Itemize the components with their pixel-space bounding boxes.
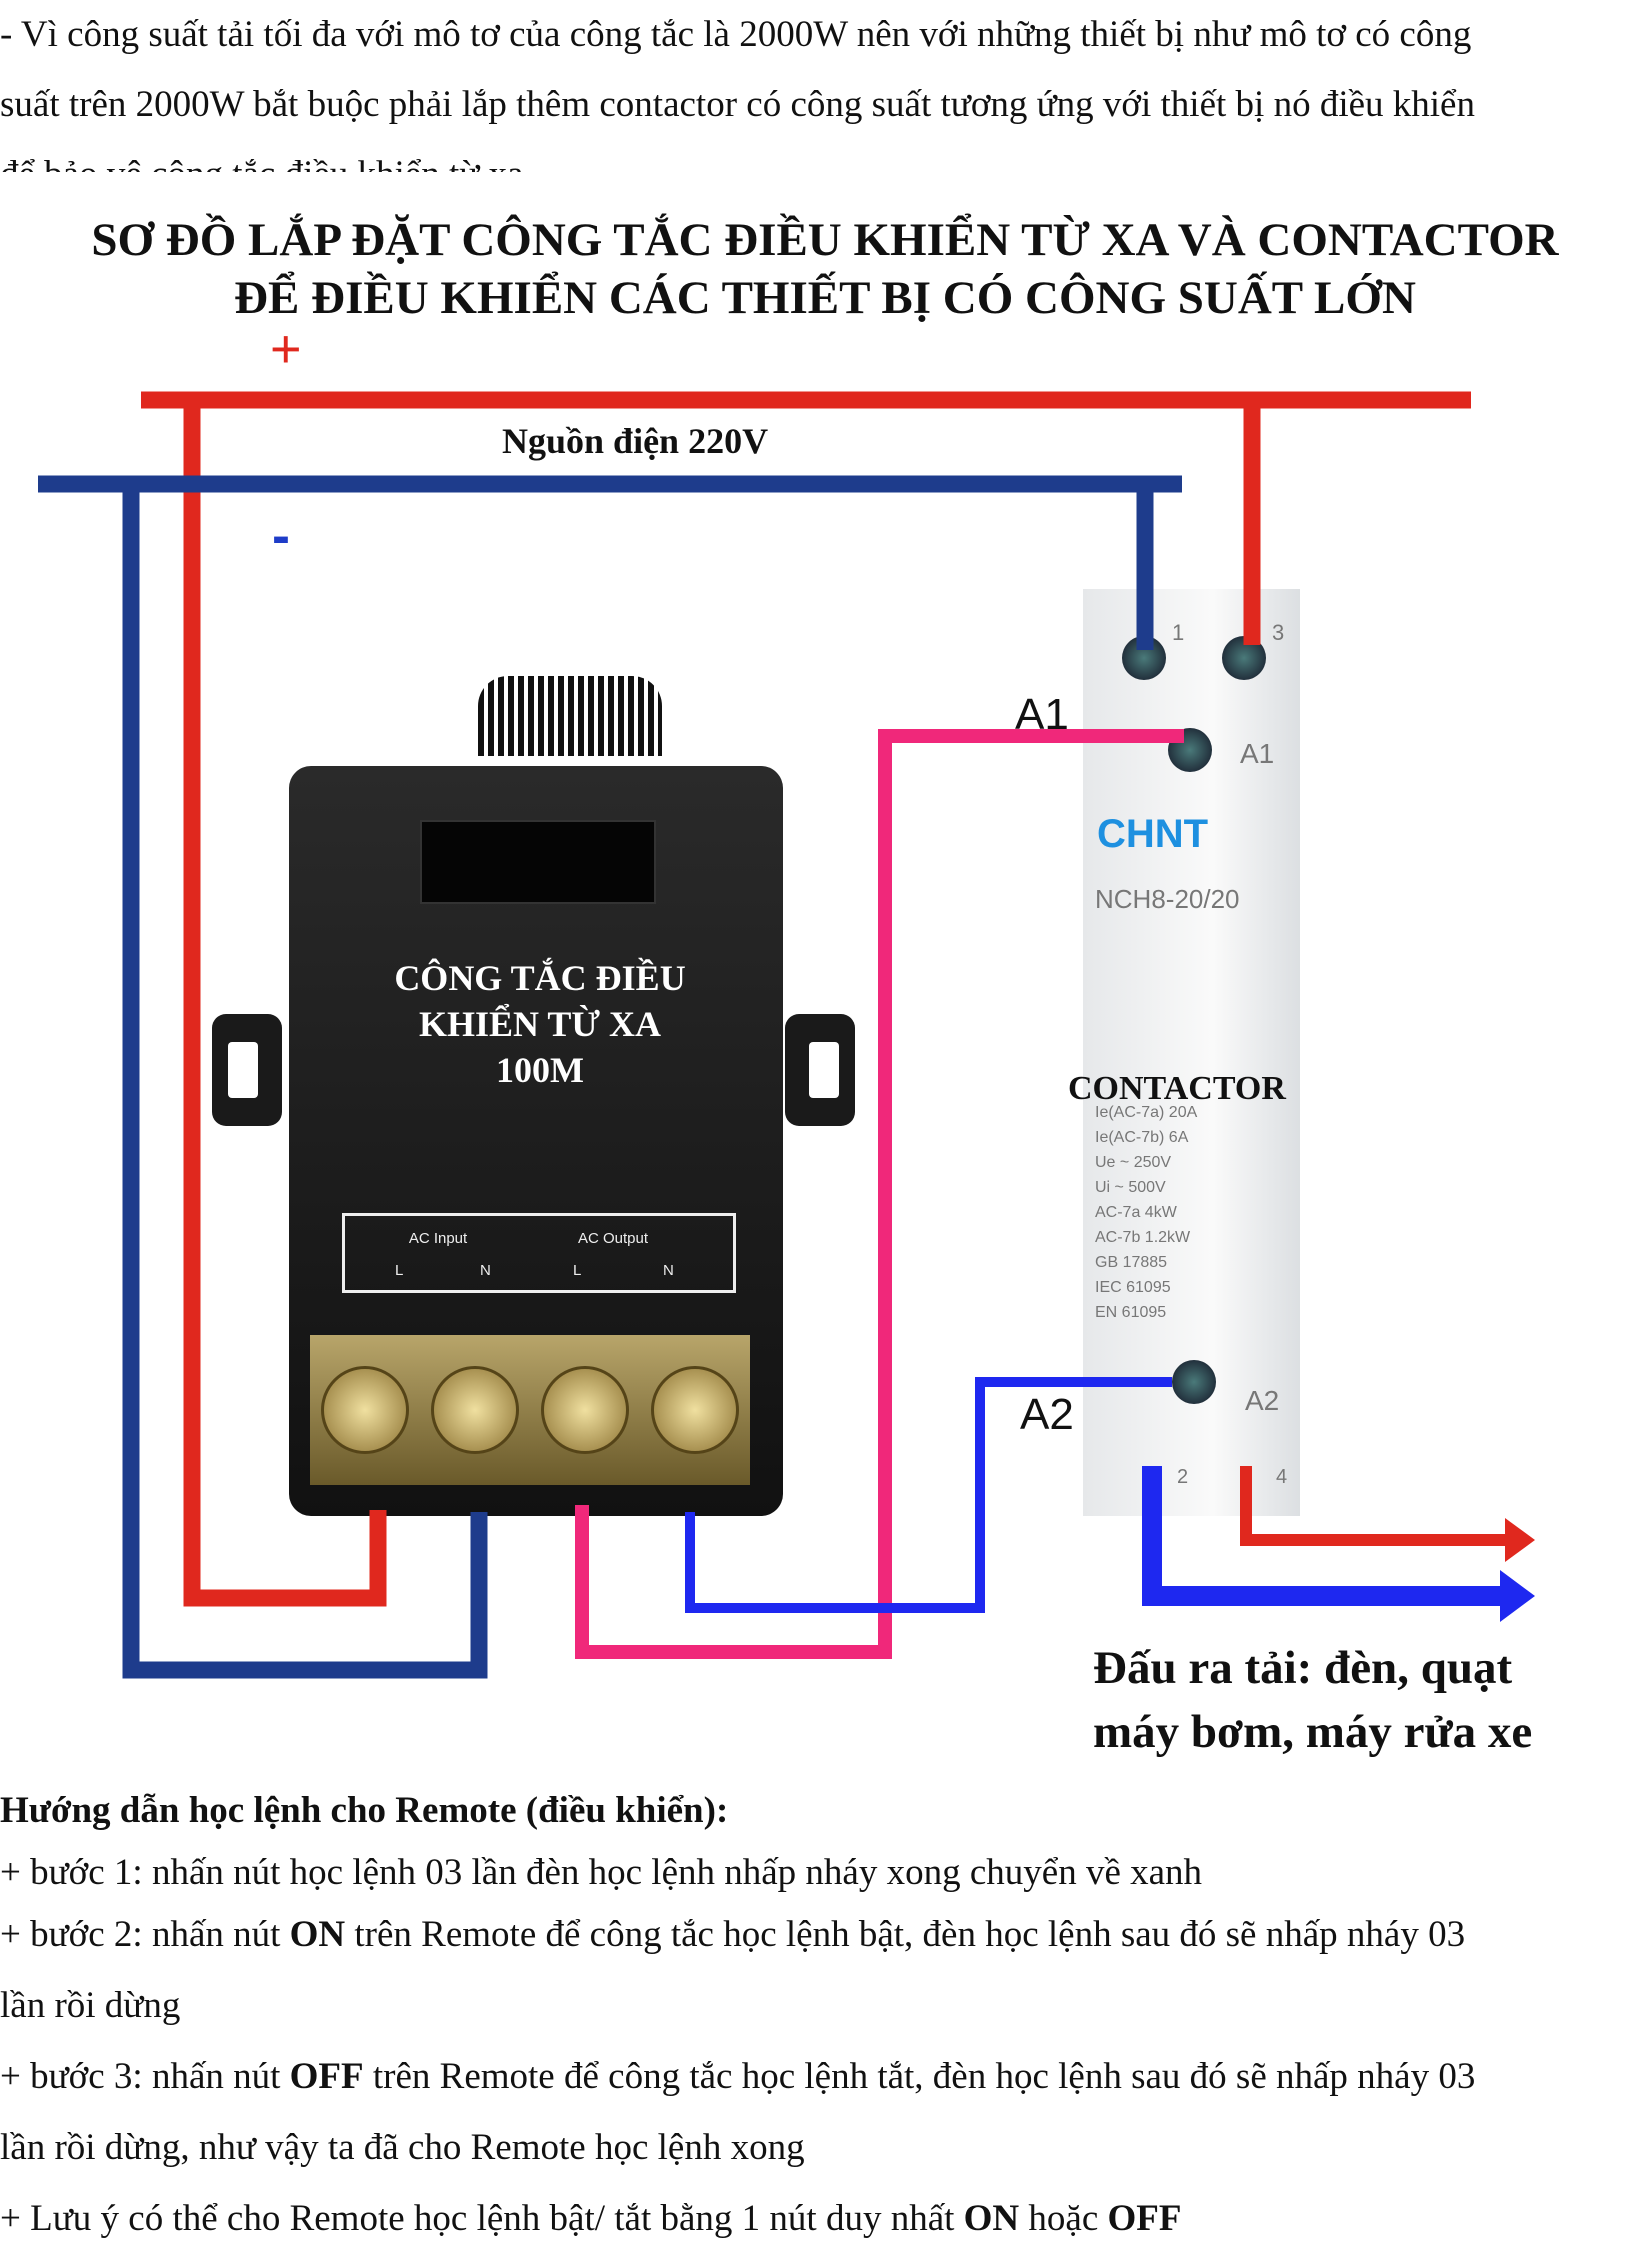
output-load-line: Đấu ra tải: đèn, quạt (1093, 1642, 1513, 1694)
terminal-2-label: 2 (1177, 1466, 1189, 1488)
spec-line: Ie(AC-7b) 6A (1095, 1129, 1189, 1146)
live-wire-to-remote (183, 400, 387, 1607)
power-source-label: Nguồn điện 220V (502, 421, 769, 461)
antenna-coil (478, 676, 662, 756)
output-arrow-neutral-icon (1500, 1570, 1535, 1622)
text: + bước 2: nhấn nút (0, 1914, 290, 1955)
text: trên Remote để công tắc học lệnh bật, đè… (345, 1914, 1466, 1955)
terminal-3-label: 3 (1272, 620, 1285, 645)
screw-terminal (431, 1366, 519, 1454)
control-wire-a1 (575, 729, 1184, 1659)
terminal-4-label: 4 (1276, 1466, 1288, 1488)
output-l-label: L (573, 1262, 582, 1279)
return-wire-a2 (685, 1377, 1172, 1613)
terminal-label-panel: AC Input L N AC Output L N (342, 1213, 736, 1293)
output-wire-live (1240, 1466, 1510, 1546)
ac-input-label: AC Input (408, 1230, 468, 1247)
remote-switch-label: CÔNG TẮC ĐIỀU KHIỂN TỪ XA 100M (340, 955, 740, 1093)
contactor-brand-logo: CHNT (1097, 812, 1209, 856)
input-l-label: L (395, 1262, 404, 1279)
a2-label: A2 (1020, 1390, 1074, 1439)
diagram-title-line-1: SƠ ĐỒ LẮP ĐẶT CÔNG TẮC ĐIỀU KHIỂN TỪ XA … (91, 214, 1559, 266)
off-keyword: OFF (289, 2056, 364, 2097)
remote-label-line: 100M (496, 1050, 584, 1090)
on-keyword: ON (289, 1914, 346, 1955)
guide-step-1: + bước 1: nhấn nút học lệnh 03 lần đèn h… (0, 1852, 1203, 1893)
neutral-wire-to-remote (122, 484, 488, 1679)
diagram-title-line-2: ĐỂ ĐIỀU KHIỂN CÁC THIẾT BỊ CÓ CÔNG SUẤT … (234, 272, 1416, 324)
remote-label-line: KHIỂN TỪ XA (418, 1004, 662, 1044)
guide-heading: Hướng dẫn học lệnh cho Remote (điều khiể… (0, 1790, 729, 1831)
guide-step-3-cont: lần rồi dừng, như vậy ta đã cho Remote h… (0, 2127, 805, 2168)
wiring-diagram (38, 391, 1535, 1679)
contactor-specs: Ie(AC-7a) 20A Ie(AC-7b) 6A Ue ~ 250V Ui … (1095, 1100, 1197, 1325)
remote-learning-guide: Hướng dẫn học lệnh cho Remote (điều khiể… (0, 1780, 1650, 2250)
mounting-ear-right (785, 1014, 855, 1126)
guide-step-3: + bước 3: nhấn nút OFF trên Remote để cô… (0, 2046, 1650, 2108)
spec-line: IEC 61095 (1095, 1279, 1171, 1296)
contactor-label: CONTACTOR (1068, 1070, 1286, 1107)
output-arrow-live-icon (1505, 1518, 1535, 1562)
output-n-label: N (663, 1262, 674, 1279)
screw-terminal (541, 1366, 629, 1454)
off-keyword: OFF (1107, 2198, 1182, 2239)
intro-line: - Vì công suất tải tối đa với mô tơ của … (0, 14, 1472, 55)
a2-small-label: A2 (1245, 1385, 1280, 1416)
text: trên Remote để công tắc học lệnh tắt, đè… (363, 2056, 1476, 2097)
spec-line: Ue ~ 250V (1095, 1154, 1172, 1171)
minus-sign: - (272, 506, 290, 566)
screw-terminal-block (310, 1335, 750, 1485)
output-load-label: Đấu ra tải: đèn, quạt máy bơm, máy rửa x… (1093, 1636, 1532, 1764)
spec-line: Ie(AC-7a) 20A (1095, 1104, 1198, 1121)
mounting-ear-left (212, 1014, 282, 1126)
text: + Lưu ý có thể cho Remote học lệnh bật/ … (0, 2198, 964, 2239)
ac-output-label: AC Output (577, 1230, 649, 1247)
text: + bước 3: nhấn nút (0, 2056, 290, 2097)
guide-step-2: + bước 2: nhấn nút ON trên Remote để côn… (0, 1904, 1650, 1966)
guide-step-2-cont: lần rồi dừng (0, 1985, 181, 2026)
intro-line: để bảo vệ công tắc điều khiển từ xa (0, 140, 1650, 172)
intro-paragraph: - Vì công suất tải tối đa với mô tơ của … (0, 0, 1650, 172)
remote-label-line: CÔNG TẮC ĐIỀU (394, 958, 686, 998)
output-wire-neutral (1142, 1466, 1505, 1606)
guide-note: + Lưu ý có thể cho Remote học lệnh bật/ … (0, 2188, 1650, 2250)
terminal-1-label: 1 (1172, 620, 1185, 645)
spec-line: GB 17885 (1095, 1254, 1168, 1271)
screw-terminal (321, 1366, 409, 1454)
remote-switch-window (420, 820, 656, 904)
spec-line: AC-7b 1.2kW (1095, 1229, 1191, 1246)
plus-sign: + (270, 319, 302, 379)
input-n-label: N (480, 1262, 491, 1279)
on-keyword: ON (963, 2198, 1020, 2239)
spec-line: AC-7a 4kW (1095, 1204, 1177, 1221)
text: hoặc (1019, 2198, 1108, 2239)
intro-line: suất trên 2000W bắt buộc phải lắp thêm c… (0, 84, 1475, 125)
contactor-model: NCH8-20/20 (1095, 884, 1240, 914)
screw-terminal (651, 1366, 739, 1454)
spec-line: Ui ~ 500V (1095, 1179, 1166, 1196)
a1-small-label: A1 (1240, 738, 1275, 769)
contactor-terminal-a2 (1172, 1360, 1216, 1404)
output-load-line: máy bơm, máy rửa xe (1093, 1706, 1533, 1758)
a1-label: A1 (1015, 690, 1069, 739)
spec-line: EN 61095 (1095, 1304, 1167, 1321)
